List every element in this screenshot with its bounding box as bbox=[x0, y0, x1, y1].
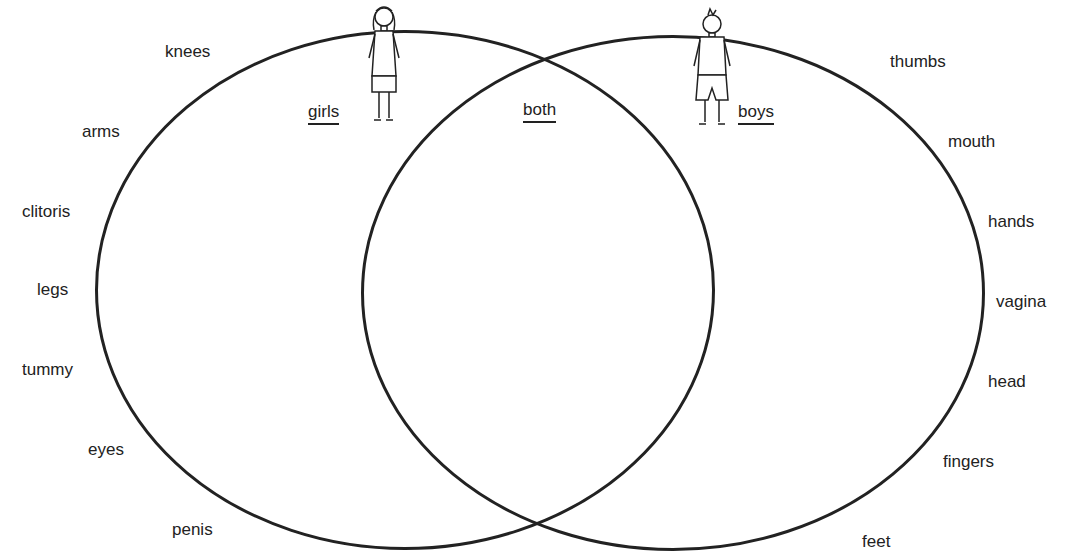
body-part-label: eyes bbox=[88, 440, 124, 460]
body-part-label: hands bbox=[988, 212, 1034, 232]
body-part-label: clitoris bbox=[22, 202, 70, 222]
body-part-label: fingers bbox=[943, 452, 994, 472]
group-heading: boys bbox=[738, 102, 774, 125]
circle-outline bbox=[95, 30, 715, 550]
body-part-label: tummy bbox=[22, 360, 73, 380]
circle-outline bbox=[361, 35, 985, 551]
group-heading: girls bbox=[308, 102, 339, 125]
body-part-label: head bbox=[988, 372, 1026, 392]
group-heading: both bbox=[523, 100, 556, 123]
body-part-label: vagina bbox=[996, 292, 1046, 312]
body-part-label: mouth bbox=[948, 132, 995, 152]
body-part-label: feet bbox=[862, 532, 890, 552]
venn-circle: boys bbox=[361, 35, 985, 551]
body-part-label: knees bbox=[165, 42, 210, 62]
body-part-label: arms bbox=[82, 122, 120, 142]
body-part-label: thumbs bbox=[890, 52, 946, 72]
venn-circle: girls bbox=[95, 30, 715, 550]
body-part-label: penis bbox=[172, 520, 213, 540]
body-part-label: legs bbox=[37, 280, 68, 300]
